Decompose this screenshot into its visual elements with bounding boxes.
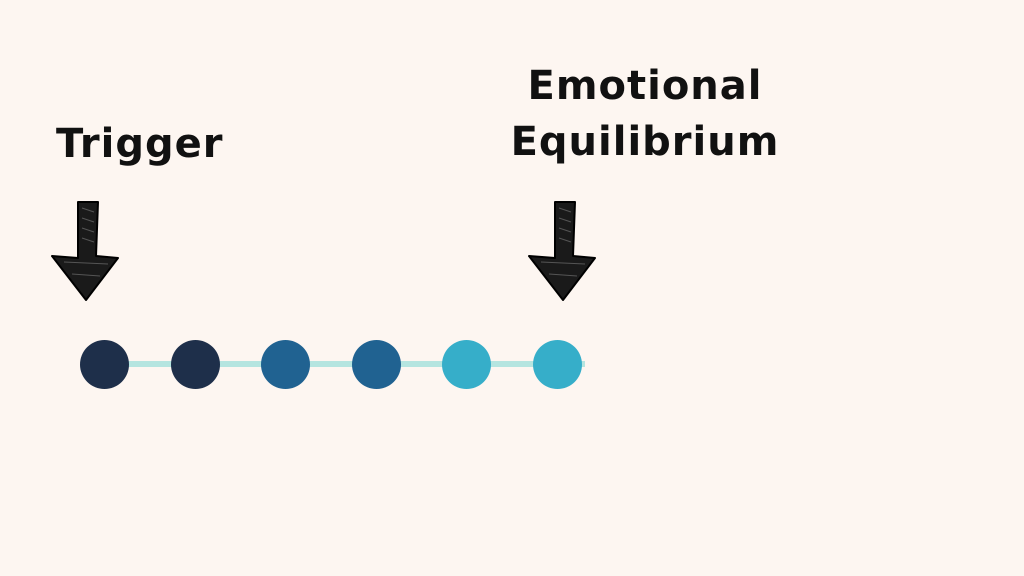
down-arrow-icon xyxy=(51,201,119,301)
step-dot-6 xyxy=(533,340,582,389)
step-dot-2 xyxy=(170,340,220,389)
equilibrium-label: Emotional Equilibrium xyxy=(505,58,785,170)
step-dot-3 xyxy=(261,340,311,389)
trigger-label: Trigger xyxy=(56,121,224,167)
down-arrow-icon xyxy=(528,201,596,301)
equilibrium-label-line2: Equilibrium xyxy=(510,119,780,165)
step-dot-4 xyxy=(351,340,401,389)
step-dot-1 xyxy=(80,340,129,389)
step-dot-5 xyxy=(442,340,492,389)
connector-line xyxy=(104,361,585,367)
equilibrium-label-line1: Emotional xyxy=(527,63,763,109)
